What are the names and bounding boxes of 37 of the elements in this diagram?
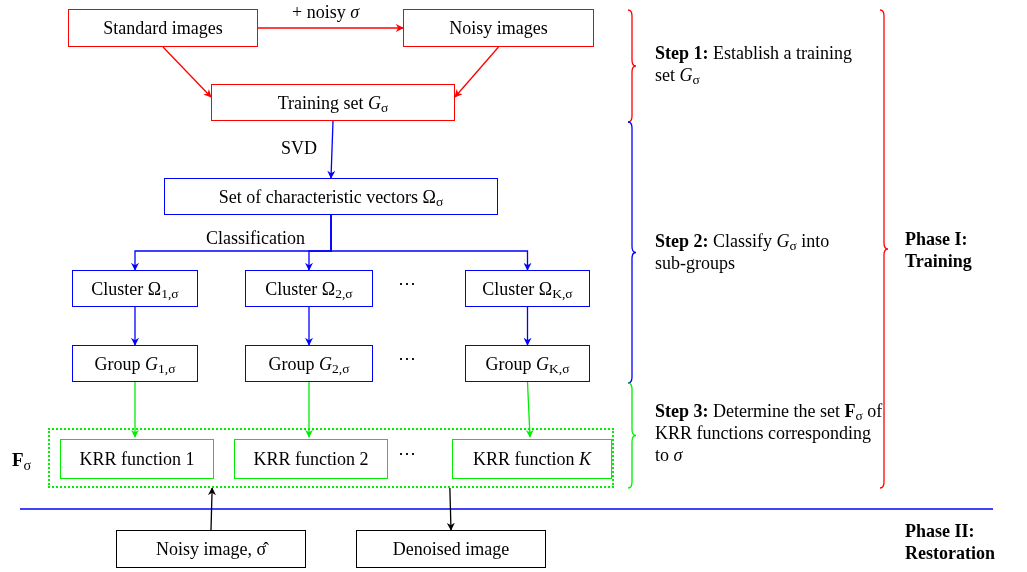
process-box: KRR function K bbox=[452, 439, 612, 479]
step-description: Step 2: Classify G$_{σ}$ into sub-groups bbox=[655, 230, 831, 274]
arrow bbox=[131, 306, 139, 346]
process-box: Cluster Ω$_{K,σ}$ bbox=[465, 270, 590, 307]
phase-label: Phase I: Training bbox=[905, 228, 973, 272]
process-box: KRR function 2 bbox=[234, 439, 388, 479]
ellipsis: ⋯ bbox=[398, 272, 417, 294]
step-description: Step 3: Determine the set F$_{σ}$ of KRR functions corresponding to σ bbox=[655, 400, 884, 466]
process-box: Noisy image, σ̂ bbox=[116, 530, 306, 568]
arrow bbox=[454, 46, 500, 98]
process-box: Denoised image bbox=[356, 530, 546, 568]
arrow bbox=[523, 306, 532, 346]
process-box: Training set G$_{σ}$ bbox=[211, 84, 455, 121]
arrow bbox=[162, 46, 212, 98]
process-box: Noisy images bbox=[403, 9, 594, 47]
arrow bbox=[131, 381, 139, 438]
process-box: Group G$_{2,σ}$ bbox=[245, 345, 373, 382]
arrow bbox=[327, 120, 336, 179]
arrow bbox=[305, 306, 313, 346]
arrow bbox=[305, 381, 313, 438]
process-box: Group G$_{1,σ}$ bbox=[72, 345, 198, 382]
ellipsis: ⋯ bbox=[398, 442, 417, 464]
process-box: Cluster Ω$_{1,σ}$ bbox=[72, 270, 198, 307]
group-heading: F$_{σ}$ bbox=[12, 448, 32, 475]
process-box: Group G$_{K,σ}$ bbox=[465, 345, 590, 382]
arrow bbox=[330, 214, 532, 271]
process-box: Standard images bbox=[68, 9, 258, 47]
arrow bbox=[207, 487, 216, 531]
step-description: Step 1: Establish a training set G$_{σ}$ bbox=[655, 42, 853, 86]
process-box: KRR function 1 bbox=[60, 439, 214, 479]
ellipsis: ⋯ bbox=[398, 347, 417, 369]
arrow bbox=[446, 487, 455, 531]
arrow bbox=[257, 24, 404, 32]
process-box: Set of characteristic vectors Ω$_{σ}$ bbox=[164, 178, 498, 215]
arrow bbox=[525, 381, 534, 438]
process-box: Cluster Ω$_{2,σ}$ bbox=[245, 270, 373, 307]
phase-label: Phase II: Restoration bbox=[905, 520, 996, 564]
